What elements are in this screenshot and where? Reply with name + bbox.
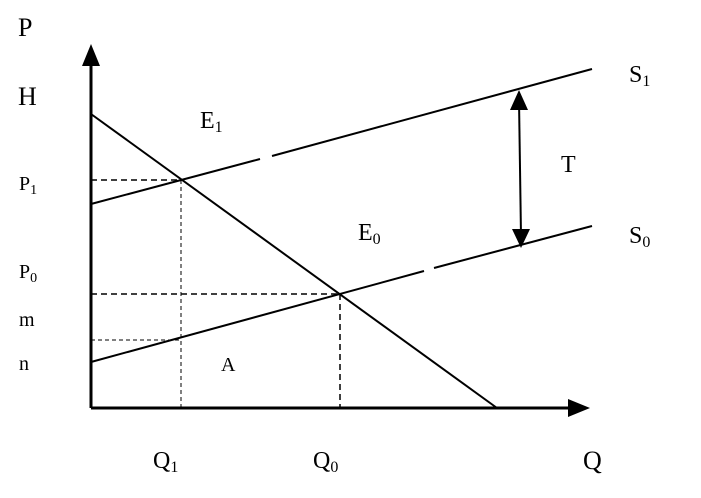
demand-curve: [90, 113, 498, 409]
tax-double-arrow: [518, 99, 522, 237]
area-label: A: [221, 354, 236, 376]
e1-label: E1: [200, 108, 223, 136]
y-axis-label: P: [18, 13, 32, 42]
tax-arrow-down: [512, 229, 530, 248]
x-label-q0: Q0: [313, 448, 338, 476]
supply-curve-s1-cont: [271, 68, 593, 157]
tax-arrow-up: [510, 90, 528, 110]
y-label-p0: P0: [19, 261, 37, 286]
supply-curve-s0: [90, 270, 425, 363]
y-label-h: H: [18, 82, 37, 111]
y-label-p1: P1: [19, 173, 37, 198]
y-label-m: m: [19, 309, 35, 331]
y-label-n: n: [19, 353, 29, 375]
s1-label: S1: [629, 62, 650, 90]
supply-curve-s1: [90, 158, 261, 205]
x-axis-label: Q: [583, 446, 602, 475]
s0-label: S0: [629, 223, 650, 251]
x-label-q1: Q1: [153, 448, 178, 476]
supply-curve-s0-cont: [433, 225, 593, 269]
x-axis-arrowhead: [568, 399, 590, 417]
tax-label: T: [561, 152, 576, 178]
y-axis-arrowhead: [82, 44, 100, 66]
e0-label: E0: [358, 220, 381, 248]
